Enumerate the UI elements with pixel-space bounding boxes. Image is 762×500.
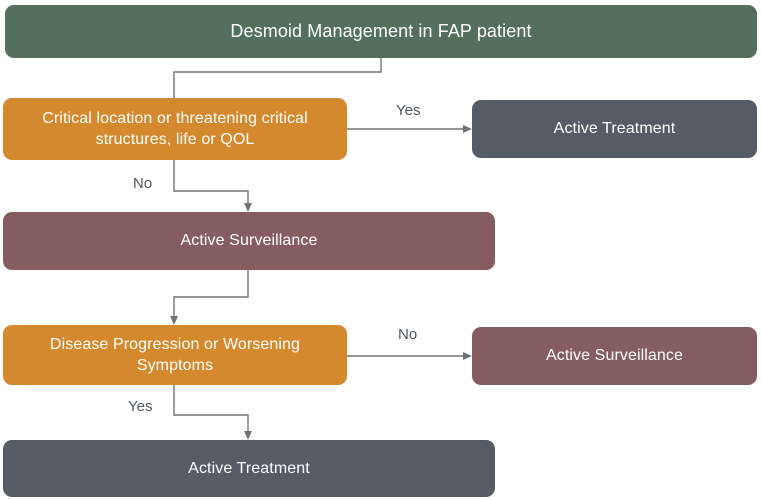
node-title-label: Desmoid Management in FAP patient	[230, 20, 532, 41]
node-active-surveillance-lower[interactable]: Active Surveillance	[472, 327, 757, 385]
edge-decision1-no-arrow	[244, 203, 252, 212]
node-active-treatment-upper-label: Active Treatment	[553, 120, 676, 138]
node-active-surveillance-middle-label: Active Surveillance	[180, 232, 318, 250]
edge-label-decision1-no: No	[133, 175, 153, 192]
node-active-treatment-lower-label: Active Treatment	[188, 459, 310, 477]
node-decision-disease-progression-label: Disease Progression or Worsening Symptom…	[49, 335, 301, 374]
edge-label-decision2-no: No	[398, 326, 418, 343]
node-active-treatment-lower[interactable]: Active Treatment	[3, 440, 495, 497]
edge-title-to-decision1	[173, 58, 382, 98]
node-decision-critical-location[interactable]: Critical location or threatening critica…	[3, 98, 347, 160]
node-active-surveillance-lower-label: Active Surveillance	[545, 347, 684, 365]
edge-decision2-yes-arrow	[244, 431, 252, 440]
edge-surveillance1-to-decision2-line	[173, 270, 249, 318]
edge-label-decision1-yes: Yes	[396, 102, 421, 119]
node-active-treatment-upper[interactable]: Active Treatment	[472, 100, 757, 158]
node-active-surveillance-middle[interactable]: Active Surveillance	[3, 212, 495, 270]
edge-decision2-no-arrow	[463, 352, 472, 360]
edge-decision1-yes-arrow	[463, 125, 472, 133]
node-decision-critical-location-label: Critical location or threatening critica…	[42, 109, 308, 148]
edge-decision2-yes-line	[173, 385, 249, 433]
node-title[interactable]: Desmoid Management in FAP patient	[5, 5, 757, 58]
edge-label-decision2-yes: Yes	[128, 398, 153, 415]
edge-surveillance1-to-decision2-arrow	[170, 316, 178, 325]
node-decision-disease-progression[interactable]: Disease Progression or Worsening Symptom…	[3, 325, 347, 385]
edge-decision1-no-line	[173, 160, 249, 205]
